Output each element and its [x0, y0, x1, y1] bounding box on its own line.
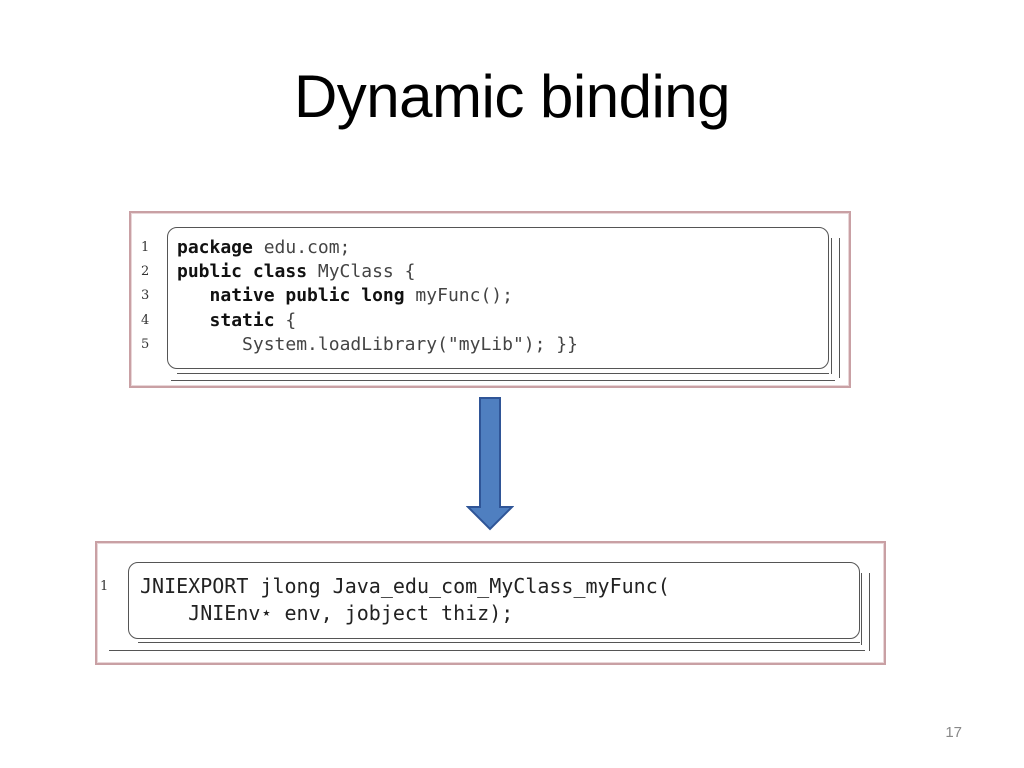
code-line: JNIEnv⋆ env, jobject thiz);: [140, 600, 670, 627]
code-keyword: native public long: [209, 285, 405, 307]
code-line: 1 package edu.com;: [141, 236, 578, 260]
code-text: JNIEXPORT jlong Java_edu_com_MyClass_myF…: [140, 574, 670, 598]
listing-box: [128, 562, 860, 639]
code-lines: 1 package edu.com; 2 public class MyClass …: [141, 236, 578, 357]
listing-box: [167, 227, 829, 369]
code-text: {: [274, 309, 297, 331]
listing-rule: [138, 642, 860, 643]
listing-rule: [171, 380, 835, 381]
slide-title: Dynamic binding: [293, 63, 731, 130]
code-text: System.loadLibrary("myLib"); }}: [242, 333, 578, 355]
listing-rule: [839, 238, 840, 378]
code-indent: [177, 310, 210, 331]
code-figure-java: 1 package edu.com; 2 public class MyClass …: [129, 211, 851, 388]
code-text: myFunc();: [404, 285, 513, 307]
listing-rule: [831, 238, 832, 374]
code-line: 4 static {: [141, 309, 578, 333]
listing-rule: [861, 573, 862, 645]
line-number: 4: [141, 312, 150, 328]
line-number: 5: [141, 336, 150, 352]
code-line: 3 native public long myFunc();: [141, 284, 578, 308]
line-number: 1: [100, 579, 109, 594]
code-keyword: static: [209, 309, 275, 331]
code-indent: [177, 334, 242, 355]
code-line: 1 JNIEXPORT jlong Java_edu_com_MyClass_my…: [100, 573, 670, 600]
page-number: 17: [945, 724, 962, 741]
code-text: JNIEnv⋆ env, jobject thiz);: [140, 601, 514, 625]
line-number: 3: [141, 288, 150, 304]
line-number: 1: [141, 240, 150, 255]
code-keyword: public class: [177, 261, 308, 283]
listing-rule: [869, 573, 870, 651]
code-figure-jni: 1 JNIEXPORT jlong Java_edu_com_MyClass_my…: [95, 541, 886, 665]
code-indent: [177, 285, 210, 306]
code-text: MyClass {: [307, 261, 416, 283]
listing-rule: [109, 650, 865, 651]
line-number: 2: [141, 264, 150, 280]
code-lines: 1 JNIEXPORT jlong Java_edu_com_MyClass_my…: [100, 573, 670, 627]
code-line: 2 public class MyClass {: [141, 260, 578, 284]
down-arrow-icon: [466, 397, 514, 531]
code-line: 5 System.loadLibrary("myLib"); }}: [141, 333, 578, 357]
code-keyword: package: [177, 237, 253, 258]
listing-rule: [177, 373, 829, 374]
code-text: edu.com;: [252, 237, 351, 258]
